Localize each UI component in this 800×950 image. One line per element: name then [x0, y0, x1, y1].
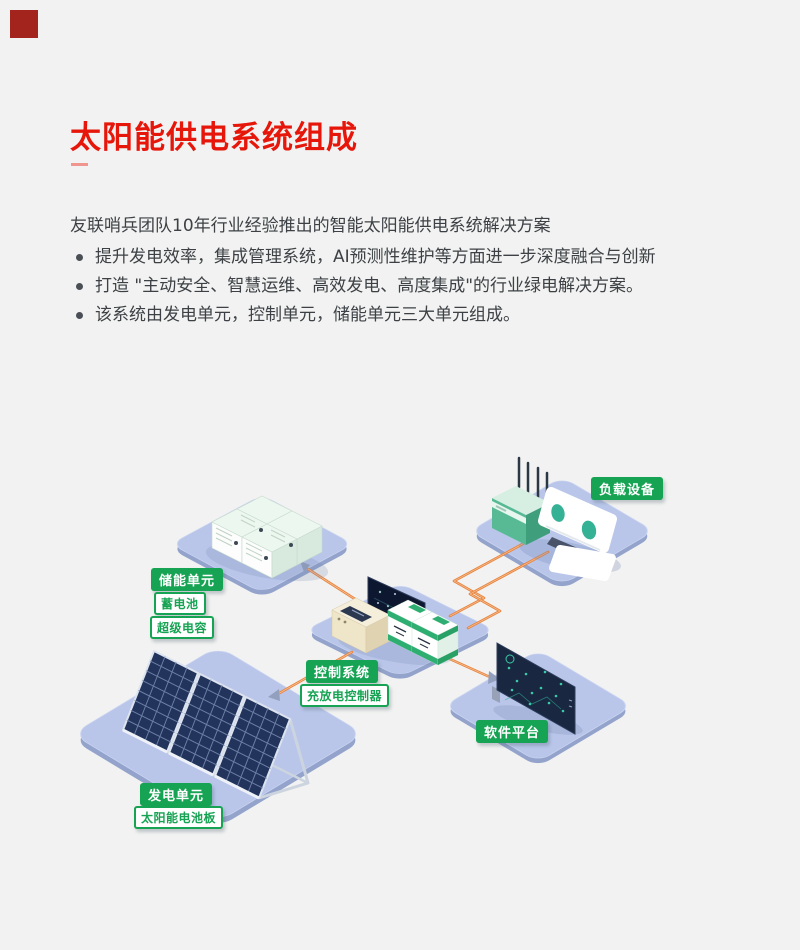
green-module-2	[411, 611, 459, 666]
page-title: 太阳能供电系统组成	[70, 120, 358, 156]
wire-connector-arrows	[268, 561, 500, 701]
intro-lead: 友联哨兵团队10年行业经验推出的智能太阳能供电系统解决方案	[70, 216, 551, 236]
label-solar-panel: 太阳能电池板	[134, 806, 224, 829]
bullet-text: 该系统由发电单元，控制单元，储能单元三大单元组成。	[95, 305, 520, 325]
bullet-text: 打造 "主动安全、智慧运维、高效发电、高度集成"的行业绿电解决方案。	[95, 276, 644, 296]
label-storage-unit: 储能单元	[151, 568, 224, 591]
battery-boxes	[205, 495, 329, 582]
intro-bullets: 提升发电效率，集成管理系统，AI预测性维护等方面进一步深度融合与创新 打造 "主…	[70, 243, 750, 330]
wire-storage-to-control	[306, 567, 360, 603]
bullet-dot	[76, 254, 83, 261]
bullet-dot	[76, 312, 83, 319]
wire-load-to-control	[448, 538, 550, 630]
label-charge-controller: 充放电控制器	[300, 684, 390, 707]
camera-device	[538, 487, 617, 581]
title-underline	[71, 163, 88, 166]
label-generation-unit: 发电单元	[140, 783, 213, 806]
bullet-item: 该系统由发电单元，控制单元，储能单元三大单元组成。	[70, 301, 750, 330]
brand-mark	[10, 10, 38, 38]
charge-controller-box	[331, 597, 391, 654]
bullet-text: 提升发电效率，集成管理系统，AI预测性维护等方面进一步深度融合与创新	[95, 247, 656, 267]
router-device	[492, 456, 550, 545]
label-battery: 蓄电池	[154, 592, 206, 615]
label-load-devices: 负载设备	[591, 477, 664, 500]
bullet-item: 打造 "主动安全、智慧运维、高效发电、高度集成"的行业绿电解决方案。	[70, 272, 750, 301]
label-control-system: 控制系统	[306, 660, 379, 683]
label-software-platform: 软件平台	[476, 720, 549, 743]
bullet-item: 提升发电效率，集成管理系统，AI预测性维护等方面进一步深度融合与创新	[70, 243, 750, 272]
bullet-dot	[76, 283, 83, 290]
label-supercapacitor: 超级电容	[150, 616, 215, 639]
solar-panels	[122, 650, 291, 800]
router-antennas	[517, 456, 549, 504]
